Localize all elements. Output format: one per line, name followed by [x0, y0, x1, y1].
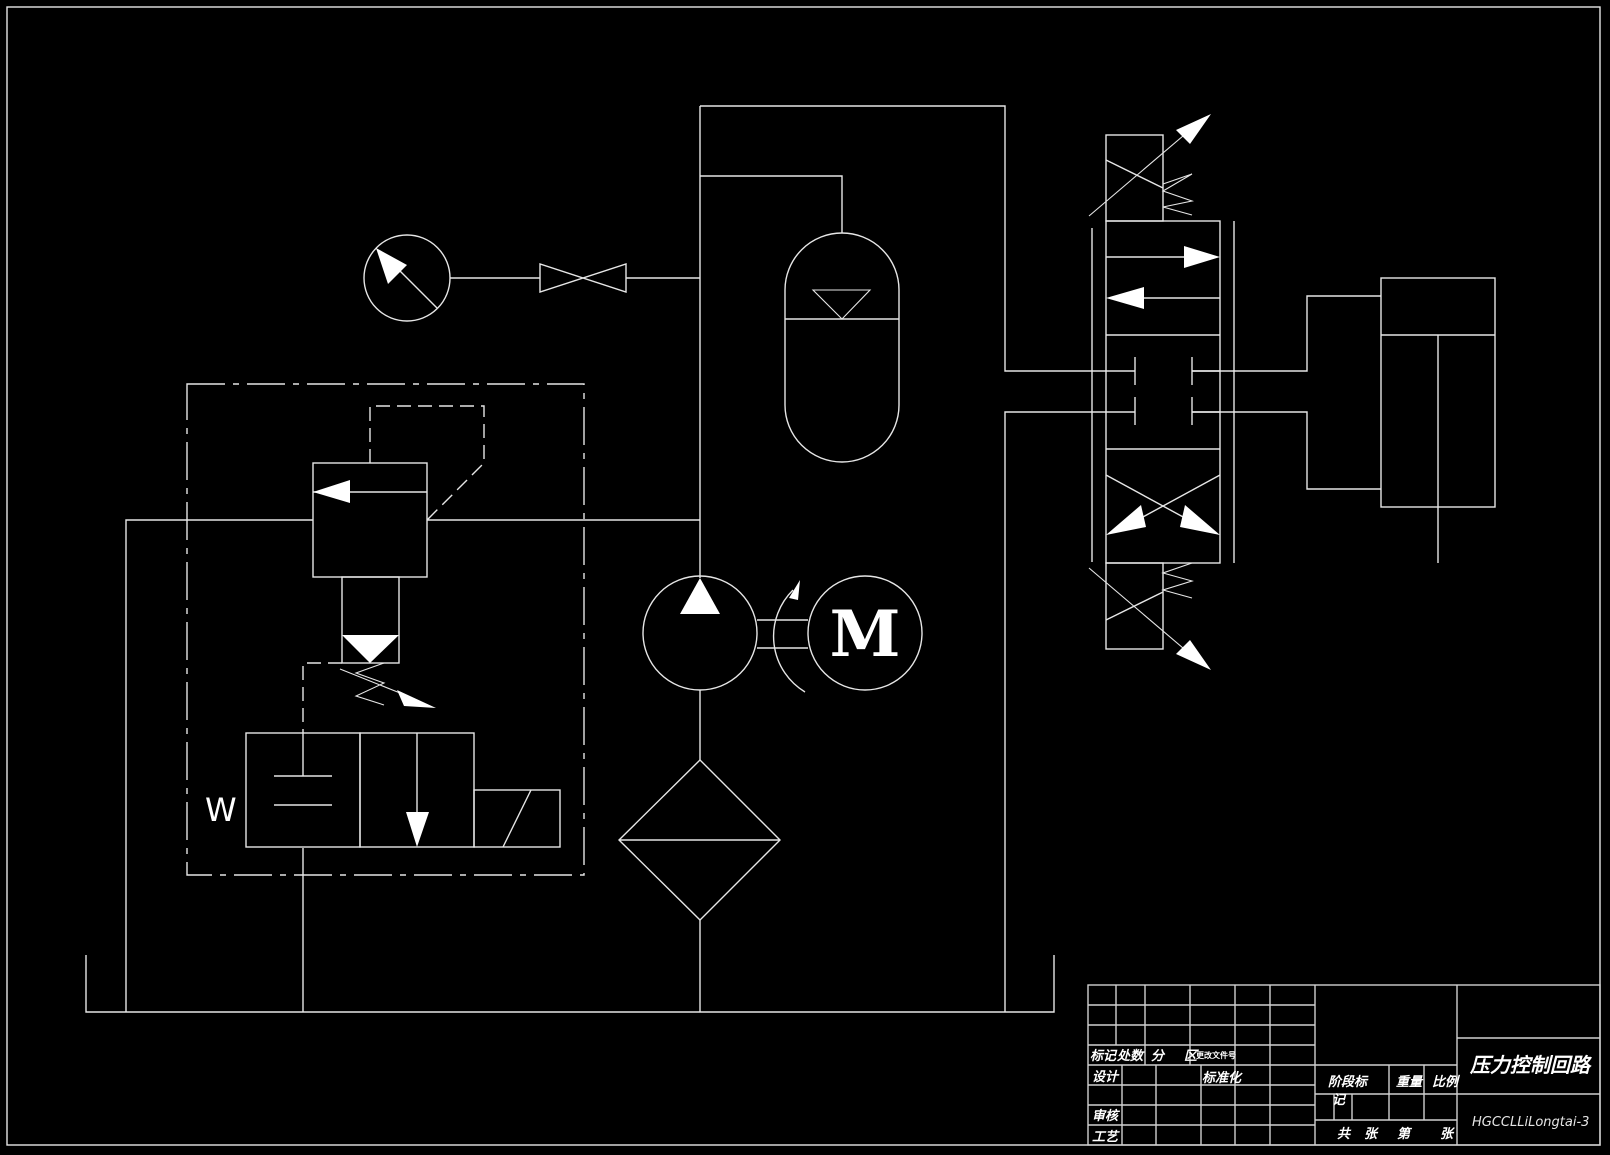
- tb-label-weight: 重量: [1396, 1074, 1424, 1090]
- pump-motor-coupling: [757, 580, 808, 693]
- oil-tank: [85, 955, 1055, 1013]
- tb-label-mark: 标记: [1090, 1048, 1118, 1064]
- tb-label-count: 处数: [1116, 1048, 1145, 1064]
- tb-label-stage-mark-2: 记: [1332, 1093, 1347, 1108]
- actuator-lines: [1192, 295, 1381, 490]
- title-block: 标记 处数 分 区 更改文件号 设计 标准化 审核 工艺 阶段标 记 重量 比例…: [1087, 984, 1601, 1146]
- tb-label-standardization: 标准化: [1202, 1070, 1243, 1086]
- pressure-gauge: [363, 234, 451, 322]
- tb-label-zone2: 区: [1184, 1049, 1199, 1064]
- directional-valve: [1088, 114, 1235, 670]
- tb-label-zone: 分: [1151, 1048, 1166, 1064]
- hydraulic-cylinder: [1380, 277, 1496, 563]
- pressure-lines: [125, 105, 1106, 1012]
- hydraulic-pump: [642, 575, 758, 691]
- tb-label-sheets: 张: [1364, 1127, 1379, 1142]
- electric-motor: M: [807, 575, 923, 691]
- motor-letter: M: [830, 597, 901, 672]
- accumulator: [784, 232, 900, 463]
- tb-label-doc-no: 更改文件号: [1196, 1050, 1236, 1060]
- drawing-border: [6, 6, 1601, 1146]
- tb-label-sheet: 张: [1440, 1127, 1455, 1142]
- pilot-relief-valve: W: [186, 383, 585, 876]
- filter: [618, 759, 781, 921]
- drawing-title: 压力控制回路: [1469, 1053, 1592, 1077]
- tb-label-no: 第: [1397, 1126, 1413, 1142]
- spring-symbol: W: [205, 791, 237, 829]
- tb-label-stage-mark: 阶段标: [1328, 1074, 1369, 1090]
- tb-label-total: 共: [1337, 1126, 1352, 1142]
- tb-label-scale: 比例: [1432, 1074, 1461, 1090]
- drawing-code: HGCCLLiLongtai-3: [1472, 1115, 1589, 1130]
- tb-label-review: 审核: [1092, 1108, 1121, 1124]
- shutoff-valve: [539, 263, 627, 293]
- tb-label-process: 工艺: [1092, 1129, 1120, 1145]
- tb-label-design: 设计: [1092, 1069, 1120, 1085]
